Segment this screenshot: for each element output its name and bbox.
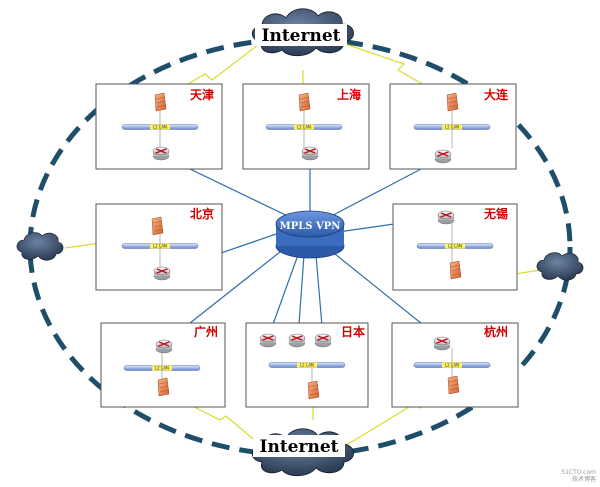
site-label-japan: 日本 [341, 324, 365, 339]
site-dalian: L2 LAN 大连 [389, 83, 517, 170]
site-label-wuxi: 无锡 [483, 206, 508, 221]
watermark-line2: 技术博客 [572, 475, 596, 483]
mpls-label: MPLS VPN [280, 221, 341, 232]
mpls-vpn-hub: MPLS VPN [275, 210, 345, 259]
lan-label: L2 LAN [300, 363, 314, 368]
internet-cloud-top: Internet [251, 8, 354, 57]
site-wuxi: L2 LAN 无锡 [392, 203, 518, 291]
site-label-dalian: 大连 [484, 87, 509, 102]
site-shanghai: L2 LAN 上海 [242, 83, 370, 170]
site-japan: L2 LAN 日本 [245, 322, 369, 408]
internet-label-bottom: Internet [260, 437, 339, 457]
site-label-guangzhou: 广州 [194, 324, 218, 339]
site-guangzhou: L2 LAN 广州 [100, 322, 226, 408]
site-label-beijing: 北京 [190, 206, 214, 221]
site-label-shanghai: 上海 [337, 87, 361, 102]
cloud-left [16, 232, 64, 261]
watermark-line1: 51CTO.com [561, 469, 596, 476]
lan-label: L2 LAN [448, 244, 462, 249]
site-label-tianjin: 天津 [190, 87, 214, 102]
site-label-hangzhou: 杭州 [484, 324, 508, 339]
internet-label-top: Internet [262, 26, 341, 46]
site-hangzhou: L2 LAN 杭州 [391, 322, 519, 408]
site-tianjin: L2 LAN 天津 [95, 83, 223, 170]
cloud-right [536, 252, 584, 281]
internet-cloud-bottom: Internet [251, 428, 354, 477]
site-beijing: L2 LAN 北京 [95, 203, 223, 291]
